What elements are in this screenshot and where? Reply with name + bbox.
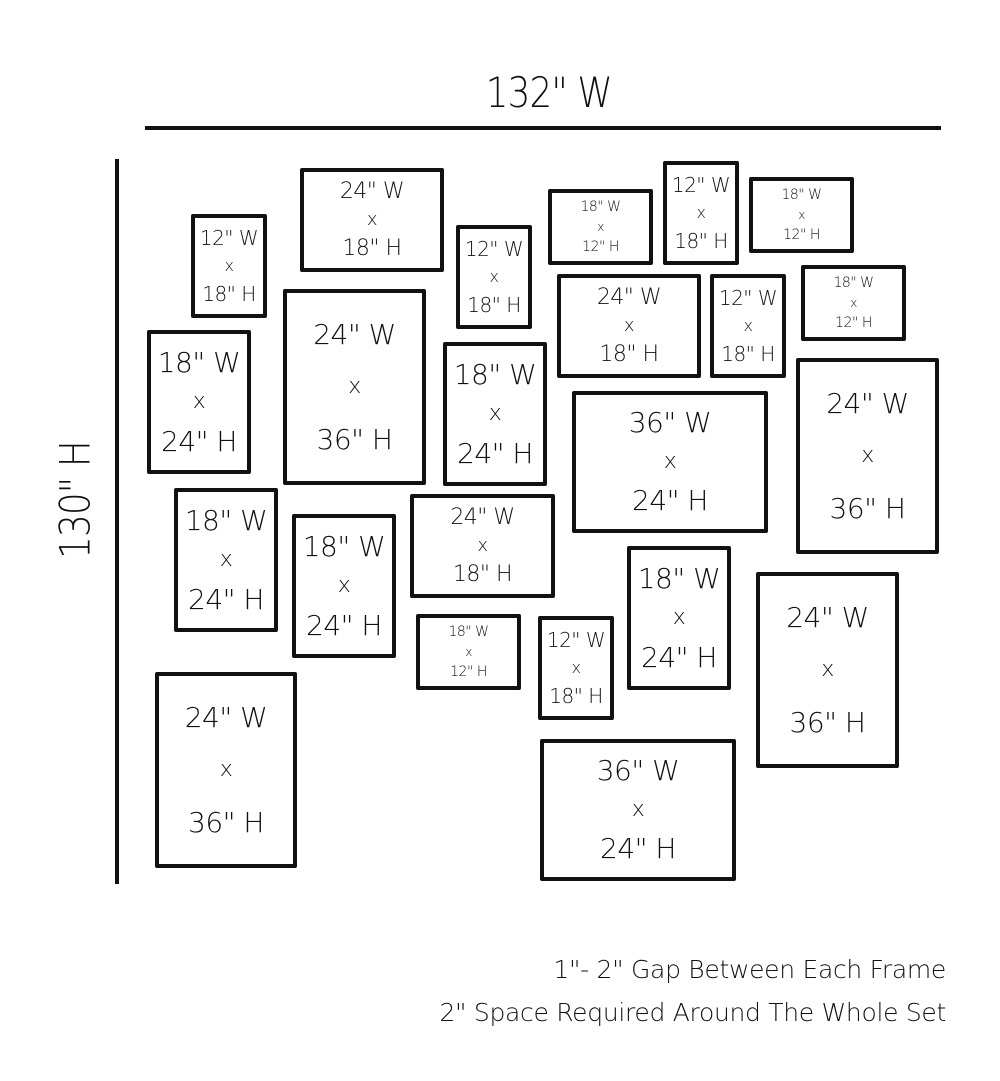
frame-12x18: 12" W x 18" H — [663, 161, 739, 265]
frame-width: 18" W — [580, 199, 621, 215]
frame-24x36: 24" W x 36" H — [796, 358, 939, 554]
frame-height: 24" H — [457, 436, 533, 470]
frame-height: 18" H — [467, 293, 521, 317]
frame-height: 12" H — [835, 315, 872, 331]
frame-height: 24" H — [600, 832, 676, 865]
frame-36x24: 36" W x 24" H — [572, 391, 768, 533]
frame-width: 12" W — [199, 226, 259, 250]
frame-width: 12" W — [718, 286, 778, 310]
frame-times: x — [631, 797, 645, 822]
frame-times: x — [743, 316, 753, 335]
frame-width: 18" W — [833, 275, 874, 291]
frame-width: 18" W — [453, 357, 537, 391]
frame-width: 18" W — [302, 529, 386, 563]
frame-times: x — [571, 658, 581, 677]
frame-width: 12" W — [671, 173, 731, 197]
frame-height: 36" H — [789, 705, 866, 739]
frame-18x24: 18" W x 24" H — [174, 488, 278, 632]
frame-width: 24" W — [786, 600, 869, 634]
frame-times: x — [623, 315, 635, 336]
frame-height: 36" H — [829, 491, 906, 525]
frame-height: 18" H — [599, 341, 659, 367]
frame-width: 18" W — [157, 345, 241, 379]
frame-18x24: 18" W x 24" H — [443, 342, 547, 486]
height-dimension-line — [115, 159, 119, 884]
frame-times: x — [224, 256, 234, 275]
frame-times: x — [192, 389, 206, 414]
frame-12x18: 12" W x 18" H — [456, 225, 532, 329]
frame-18x24: 18" W x 24" H — [292, 514, 396, 658]
frame-times: x — [465, 645, 472, 659]
frame-width: 24" W — [450, 504, 515, 530]
frame-height: 24" H — [632, 484, 708, 517]
frame-height: 12" H — [450, 664, 487, 680]
frame-height: 18" H — [549, 684, 603, 708]
frame-height: 18" H — [342, 235, 402, 261]
frame-times: x — [798, 208, 805, 222]
frame-width: 24" W — [313, 317, 396, 351]
frame-18x12: 18" W x 12" H — [548, 189, 653, 265]
frame-times: x — [663, 449, 677, 474]
frame-times: x — [337, 573, 351, 598]
frame-width: 36" W — [596, 754, 680, 787]
frame-12x18: 12" W x 18" H — [710, 274, 786, 378]
frame-24x18: 24" W x 18" H — [410, 494, 555, 598]
frame-24x36: 24" W x 36" H — [283, 289, 426, 485]
frame-times: x — [672, 605, 686, 630]
frame-height: 24" H — [306, 608, 382, 642]
frame-times: x — [597, 220, 604, 234]
frame-height: 18" H — [202, 282, 256, 306]
frame-18x12: 18" W x 12" H — [801, 265, 906, 341]
frame-12x18: 12" W x 18" H — [538, 616, 614, 720]
frame-24x36: 24" W x 36" H — [155, 672, 297, 868]
frame-12x18: 12" W x 18" H — [191, 214, 267, 318]
frame-times: x — [850, 296, 857, 310]
frame-times: x — [219, 757, 233, 782]
frame-width: 36" W — [628, 406, 712, 439]
frame-width: 24" W — [184, 700, 268, 734]
frame-times: x — [348, 374, 361, 399]
frame-24x36: 24" W x 36" H — [756, 572, 899, 768]
frame-times: x — [366, 209, 378, 230]
frame-times: x — [489, 267, 499, 286]
frame-width: 24" W — [826, 386, 909, 420]
frame-24x18: 24" W x 18" H — [557, 274, 701, 378]
frame-height: 18" H — [721, 342, 775, 366]
frame-times: x — [488, 401, 502, 426]
frame-24x18: 24" W x 18" H — [300, 168, 444, 272]
frame-height: 24" H — [641, 640, 717, 674]
frame-width: 24" W — [596, 284, 662, 310]
frame-18x12: 18" W x 12" H — [416, 614, 521, 690]
width-dimension-line — [145, 126, 941, 130]
frame-height: 24" H — [188, 582, 264, 616]
frame-height: 36" H — [188, 805, 264, 839]
frame-times: x — [821, 657, 834, 682]
frame-width: 18" W — [448, 624, 489, 640]
gap-note: 1"- 2" Gap Between Each Frame — [553, 955, 946, 984]
frame-18x12: 18" W x 12" H — [749, 177, 854, 253]
frame-times: x — [861, 443, 874, 468]
frame-width: 24" W — [339, 178, 405, 204]
frame-height: 18" H — [674, 229, 728, 253]
frame-height: 18" H — [452, 561, 513, 587]
total-width-label: 132" W — [485, 68, 613, 117]
frame-times: x — [219, 547, 233, 572]
frame-width: 12" W — [546, 628, 606, 652]
frame-width: 12" W — [464, 237, 524, 261]
frame-height: 36" H — [316, 422, 393, 456]
frame-times: x — [477, 535, 488, 556]
frame-height: 12" H — [783, 227, 820, 243]
frame-18x24: 18" W x 24" H — [627, 546, 731, 690]
frame-18x24: 18" W x 24" H — [147, 330, 251, 474]
frame-width: 18" W — [781, 187, 822, 203]
frame-height: 24" H — [161, 424, 237, 458]
frame-times: x — [696, 203, 706, 222]
frame-height: 12" H — [582, 239, 619, 255]
frame-width: 18" W — [637, 561, 721, 595]
frame-width: 18" W — [184, 503, 268, 537]
frame-36x24: 36" W x 24" H — [540, 739, 736, 881]
space-note: 2" Space Required Around The Whole Set — [439, 998, 946, 1027]
total-height-label: 130" H — [50, 441, 100, 559]
